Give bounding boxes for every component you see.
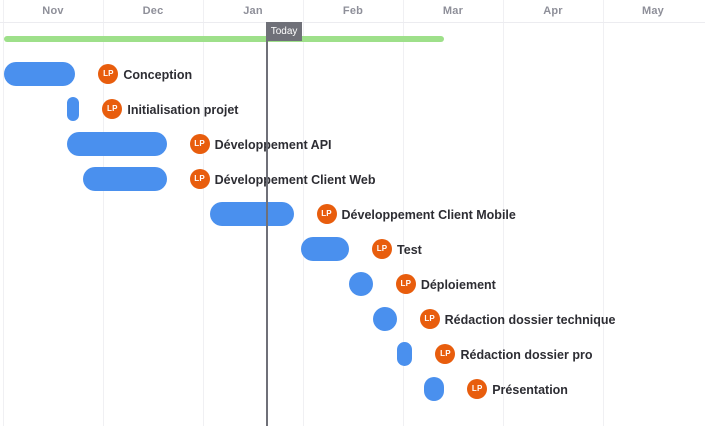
assignee-avatar[interactable]: LP [98,64,119,84]
month-label-nov: Nov [42,5,64,17]
month-label-mar: Mar [442,5,464,17]
month-label-may: May [642,5,664,17]
month-label-apr: Apr [543,5,563,17]
task-name[interactable]: Rédaction dossier pro [460,348,593,362]
month-label-dec: Dec [142,5,164,17]
assignee-avatar[interactable]: LP [316,204,337,224]
month-gridline [103,0,104,426]
assignee-avatar[interactable]: LP [189,169,210,189]
task-name[interactable]: Développement Client Web [214,173,376,187]
task-name[interactable]: Conception [123,68,193,82]
task-bar[interactable] [67,97,80,121]
assignee-avatar[interactable]: LP [372,239,393,259]
task-name[interactable]: Initialisation projet [127,103,239,117]
month-gridline [503,0,504,426]
assignee-avatar[interactable]: LP [102,99,123,119]
task-bar[interactable] [4,62,76,86]
month-gridline [403,0,404,426]
today-badge: Today [265,22,303,41]
task-bar[interactable] [396,342,413,366]
assignee-avatar[interactable]: LP [395,274,416,294]
assignee-avatar[interactable]: LP [467,379,488,399]
task-bar[interactable] [301,237,350,261]
assignee-avatar[interactable]: LP [435,344,456,364]
task-bar[interactable] [83,167,167,191]
task-bar[interactable] [349,272,373,296]
task-name[interactable]: Test [397,243,422,257]
task-bar[interactable] [372,307,397,331]
task-bar[interactable] [424,377,445,401]
task-name[interactable]: Présentation [492,383,568,397]
assignee-avatar[interactable]: LP [419,309,440,329]
month-gridline [303,0,304,426]
month-gridline [3,0,4,426]
task-name[interactable]: Déploiement [420,278,496,292]
project-summary-bar[interactable] [4,36,445,42]
task-bar[interactable] [67,132,167,156]
month-label-feb: Feb [342,5,364,17]
task-name[interactable]: Développement Client Mobile [341,208,516,222]
month-header: Nov Dec Jan Feb Mar Apr May [0,0,705,23]
task-name[interactable]: Développement API [214,138,332,152]
assignee-avatar[interactable]: LP [189,134,210,154]
today-marker-line [265,22,268,426]
month-gridline [603,0,604,426]
month-label-jan: Jan [243,5,263,17]
task-name[interactable]: Rédaction dossier technique [444,313,616,327]
task-bar[interactable] [210,202,294,226]
month-gridline [203,0,204,426]
